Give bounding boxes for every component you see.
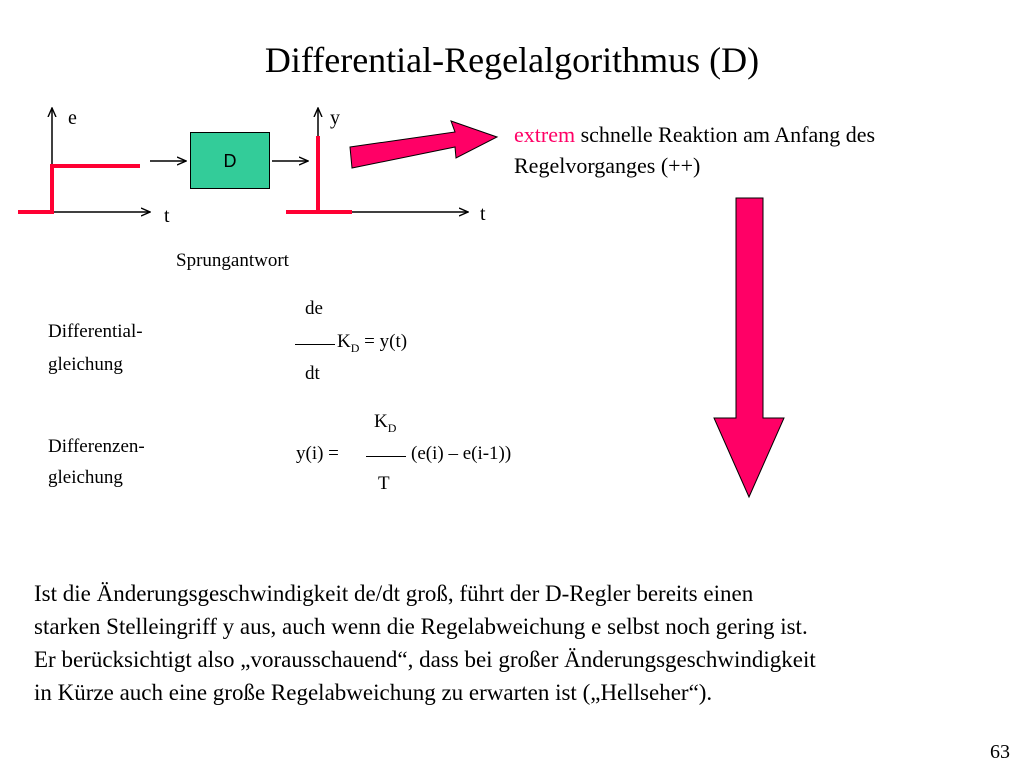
diff-eq-fraction-bar bbox=[295, 344, 335, 345]
diff-eq-label-1: Differential- bbox=[48, 321, 143, 342]
output-y-label: y bbox=[330, 107, 340, 129]
difference-eq-label-2: gleichung bbox=[48, 467, 123, 488]
diff-eq-denominator: dt bbox=[305, 363, 320, 384]
paragraph-line: Er berücksichtigt also „vorausschauend“,… bbox=[34, 647, 816, 672]
difference-eq-lhs: y(i) = bbox=[296, 443, 339, 464]
pointer-arrow-icon bbox=[349, 120, 499, 169]
input-y-label: e bbox=[68, 107, 77, 129]
paragraph-line: in Kürze auch eine große Regelabweichung… bbox=[34, 680, 713, 705]
input-x-label: t bbox=[164, 205, 170, 227]
note-line1: schnelle Reaktion am Anfang des bbox=[575, 122, 876, 147]
difference-eq-label-1: Differenzen- bbox=[48, 436, 145, 457]
d-controller-block: D bbox=[190, 132, 270, 189]
diff-eq-rhs: KD = y(t) bbox=[337, 331, 408, 355]
input-step-signal bbox=[18, 164, 140, 214]
output-impulse-signal bbox=[286, 136, 352, 214]
output-x-label: t bbox=[480, 203, 486, 225]
difference-eq-fraction-bar bbox=[366, 456, 406, 457]
note-accent: extrem bbox=[514, 122, 576, 147]
difference-eq-denominator: T bbox=[378, 473, 390, 494]
explanation-paragraph: Ist die Änderungsgeschwindigkeit de/dt g… bbox=[34, 577, 1009, 709]
note-line2: Regelvorganges (++) bbox=[514, 153, 701, 178]
reaction-note: extrem schnelle Reaktion am Anfang des R… bbox=[514, 119, 994, 181]
difference-eq-rhs: (e(i) – e(i-1)) bbox=[411, 443, 512, 464]
paragraph-line: starken Stelleingriff y aus, auch wenn d… bbox=[34, 614, 808, 639]
page-number: 63 bbox=[990, 741, 1010, 763]
diagram-caption: Sprungantwort bbox=[176, 250, 289, 271]
difference-eq-numerator: KD bbox=[374, 411, 397, 435]
page-title: Differential-Regelalgorithmus (D) bbox=[264, 40, 760, 80]
paragraph-line: Ist die Änderungsgeschwindigkeit de/dt g… bbox=[34, 581, 754, 606]
diff-eq-numerator: de bbox=[305, 298, 323, 319]
down-arrow-icon bbox=[713, 197, 785, 499]
diff-eq-label-2: gleichung bbox=[48, 354, 123, 375]
